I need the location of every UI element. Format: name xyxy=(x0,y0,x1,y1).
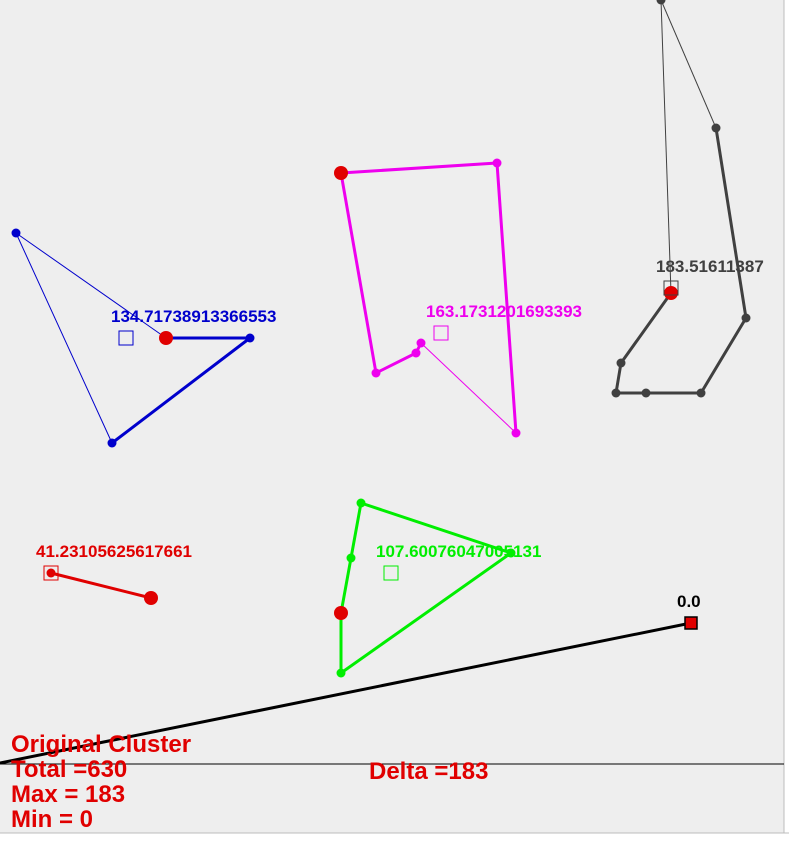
cluster-centroid-marker xyxy=(383,565,399,581)
cluster-point xyxy=(411,348,421,358)
canvas-background xyxy=(0,0,784,833)
cluster-edge xyxy=(339,171,378,375)
cluster-point xyxy=(506,548,516,558)
stats-total: Total =630 xyxy=(11,756,127,783)
cluster-centroid-marker xyxy=(433,325,449,341)
cluster-seed xyxy=(684,616,698,630)
cluster-edge xyxy=(49,571,153,600)
cluster-point xyxy=(46,568,56,578)
clusters-layer: 134.71738913366553 163.1731201693393 183.5… xyxy=(0,0,764,765)
cluster-seed xyxy=(664,286,678,300)
cluster-point xyxy=(616,358,626,368)
cluster-point xyxy=(336,668,346,678)
cluster-edge xyxy=(339,556,353,615)
cluster-black: 0.0 xyxy=(0,592,701,765)
cluster-edge xyxy=(619,291,673,365)
cluster-edge xyxy=(359,501,513,555)
cluster-point xyxy=(371,368,381,378)
cluster-label: 163.1731201693393 xyxy=(426,302,582,321)
cluster-point xyxy=(741,313,751,323)
cluster-point xyxy=(711,123,721,133)
cluster-point xyxy=(245,333,255,343)
cluster-edge xyxy=(614,361,623,395)
cluster-edge-thin xyxy=(420,342,517,434)
cluster-centroid-marker xyxy=(43,565,59,581)
cluster-edge xyxy=(0,621,693,765)
cluster-edge xyxy=(495,161,518,435)
cluster-centroid-marker xyxy=(663,280,679,296)
cluster-edge xyxy=(374,351,418,375)
cluster-edge-thin xyxy=(660,0,672,294)
cluster-point xyxy=(511,428,521,438)
cluster-label: 107.60076047005131 xyxy=(376,542,541,561)
stats-title: Original Cluster xyxy=(11,731,191,758)
cluster-blue: 134.71738913366553 xyxy=(11,228,276,448)
cluster-point xyxy=(492,158,502,168)
cluster-edge xyxy=(699,316,748,395)
cluster-seed xyxy=(159,331,173,345)
cluster-edge xyxy=(349,501,363,560)
cluster-magenta: 163.1731201693393 xyxy=(334,158,582,438)
cluster-point xyxy=(696,388,706,398)
cluster-label: 0.0 xyxy=(677,592,701,611)
cluster-edge xyxy=(339,161,499,175)
cluster-point xyxy=(11,228,21,238)
cluster-point xyxy=(107,438,117,448)
cluster-point xyxy=(356,498,366,508)
cluster-label: 134.71738913366553 xyxy=(111,307,276,326)
cluster-edge xyxy=(339,551,513,675)
cluster-point xyxy=(656,0,666,5)
cluster-edge-thin xyxy=(660,0,717,129)
cluster-seed xyxy=(334,606,348,620)
cluster-label: 183.51611387 xyxy=(656,257,764,276)
cluster-edge xyxy=(714,126,748,320)
cluster-edge-thin xyxy=(15,232,113,444)
cluster-point xyxy=(346,553,356,563)
cluster-seed xyxy=(334,166,348,180)
cluster-point xyxy=(641,388,651,398)
cluster-red: 41.23105625617661 xyxy=(36,542,192,605)
stats-delta: Delta =183 xyxy=(369,758,488,785)
cluster-gray: 183.51611387 xyxy=(611,0,764,398)
cluster-edge-thin xyxy=(15,232,167,339)
cluster-edge xyxy=(110,336,252,445)
cluster-point xyxy=(611,388,621,398)
cluster-green: 107.60076047005131 xyxy=(334,498,541,678)
cluster-label: 41.23105625617661 xyxy=(36,542,192,561)
cluster-point xyxy=(416,338,426,348)
cluster-centroid-marker xyxy=(118,330,134,346)
stats-max: Max = 183 xyxy=(11,781,125,808)
cluster-seed xyxy=(144,591,158,605)
stats-panel: Original Cluster Total =630 Max = 183 Mi… xyxy=(11,731,488,833)
stats-min: Min = 0 xyxy=(11,806,93,833)
